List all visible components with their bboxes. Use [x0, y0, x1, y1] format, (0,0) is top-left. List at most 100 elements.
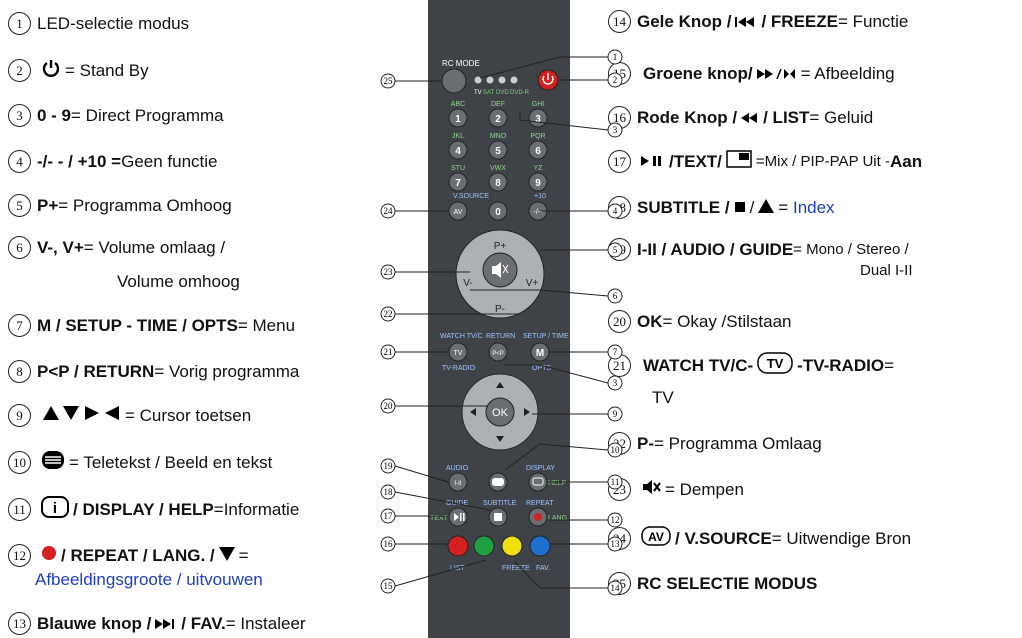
legend-item-15: 15 Groene knop/ = Afbeelding: [608, 62, 895, 85]
svg-text:SETUP / TIME: SETUP / TIME: [523, 333, 569, 340]
legend-number: 8: [8, 360, 31, 383]
key-7[interactable]: [448, 172, 468, 192]
svg-text:HELP: HELP: [548, 480, 567, 487]
svg-text:AV: AV: [648, 530, 664, 544]
ok-button[interactable]: [485, 397, 515, 427]
svg-text:9: 9: [613, 409, 618, 419]
audio-button[interactable]: [448, 472, 468, 492]
key-2[interactable]: [488, 108, 508, 128]
key-0[interactable]: [488, 201, 508, 221]
key-8[interactable]: [488, 172, 508, 192]
svg-text:AUDIO: AUDIO: [446, 465, 469, 472]
pip-icon: [726, 150, 752, 173]
legend-bold: / DISPLAY / HELP: [73, 499, 214, 519]
legend-text-continuation: Dual I-II: [860, 262, 913, 279]
legend-number: 24: [608, 527, 631, 550]
svg-text:TV: TV: [454, 350, 463, 357]
legend-text: Geen functie: [121, 151, 218, 171]
svg-text:3: 3: [613, 378, 618, 388]
led-dvdr: [510, 76, 518, 84]
svg-text:24: 24: [384, 206, 394, 216]
legend-bold: P-: [637, 433, 654, 453]
key-4[interactable]: [448, 140, 468, 160]
key-6[interactable]: [528, 140, 548, 160]
svg-text:18: 18: [384, 487, 394, 497]
legend-number: 15: [608, 62, 631, 85]
prev-track-icon: [735, 12, 757, 32]
legend-item-16: 16 Rode Knop / / LIST= Geluid: [608, 106, 873, 129]
legend-bold: /TEXT/: [669, 151, 722, 171]
svg-text:22: 22: [384, 309, 393, 319]
nav-right[interactable]: [524, 408, 530, 416]
play-pause-icon: [641, 152, 665, 172]
legend-text: = Afbeelding: [800, 63, 895, 83]
legend-number: 20: [608, 310, 631, 333]
display-button[interactable]: [528, 472, 548, 492]
nav-left[interactable]: [470, 408, 476, 416]
legend-bold-2: / FREEZE: [761, 11, 838, 31]
legend-item-18: 18 SUBTITLE / / = Index: [608, 196, 835, 219]
legend-number: 9: [8, 404, 31, 427]
svg-text:6: 6: [613, 291, 618, 301]
key-sub-label: STU: [451, 165, 465, 172]
red-button[interactable]: [447, 535, 469, 557]
key-sub-label: PQR: [530, 133, 545, 140]
green-button[interactable]: [473, 535, 495, 557]
legend-number: 10: [8, 451, 31, 474]
legend-item-1: 1 LED-selectie modus: [8, 12, 189, 35]
legend-number: 3: [8, 104, 31, 127]
legend-item-11: 11 i / DISPLAY / HELP =Informatie: [8, 496, 299, 523]
red-dot-icon: [41, 545, 57, 566]
svg-text:LIST: LIST: [450, 565, 466, 572]
up-triangle-icon: [758, 198, 775, 218]
blue-button[interactable]: [529, 535, 551, 557]
svg-text:23: 23: [384, 267, 394, 277]
legend-item-12: 12 / REPEAT / LANG. / =: [8, 544, 249, 567]
av-button[interactable]: [448, 201, 468, 221]
legend-item-7: 7 M / SETUP - TIME / OPTS = Menu: [8, 314, 295, 337]
svg-text:P-: P-: [495, 304, 505, 315]
legend-text-continuation: TV: [652, 388, 674, 407]
legend-bold-2: -TV-RADIO: [797, 355, 885, 375]
nav-down[interactable]: [496, 436, 504, 442]
key-5[interactable]: [488, 140, 508, 160]
legend-item-3: 3 0 - 9 = Direct Programma: [8, 104, 224, 127]
legend-bold: Blauwe knop /: [37, 613, 152, 633]
key-9[interactable]: [528, 172, 548, 192]
tv-button[interactable]: [448, 342, 468, 362]
legend-number: 5: [8, 194, 31, 217]
yellow-button[interactable]: [501, 535, 523, 557]
legend-text: = Programma Omlaag: [654, 433, 822, 453]
key-label: 7: [455, 178, 461, 189]
svg-text:TV: TV: [767, 356, 784, 371]
rc-mode-button[interactable]: [441, 68, 467, 94]
return-button[interactable]: [488, 342, 508, 362]
led-tv: [474, 76, 482, 84]
svg-text:WATCH TV/C: WATCH TV/C: [440, 333, 483, 340]
teletext-icon: [41, 450, 65, 475]
cursor-arrows-icon: [41, 404, 121, 427]
legend-text-continuation: Volume omhoog: [117, 272, 240, 291]
nav-up[interactable]: [496, 382, 504, 388]
key-label: 1: [455, 114, 461, 125]
legend-number: 14: [608, 10, 631, 33]
svg-text:FAV.: FAV.: [536, 565, 550, 572]
svg-text:i: i: [53, 500, 57, 517]
legend-bold: V-, V+: [37, 237, 84, 257]
legend-text: =Informatie: [213, 499, 300, 519]
legend-text: =: [884, 355, 894, 375]
legend-item-23: 23 = Dempen: [608, 478, 744, 501]
svg-text:15: 15: [384, 581, 394, 591]
key-sub-label: GHI: [532, 101, 545, 108]
legend-bold: P+: [37, 195, 59, 215]
legend-item-6: 6 V-, V+ = Volume omlaag /: [8, 236, 225, 259]
legend-text: = Functie: [837, 11, 909, 31]
key-sub-label: JKL: [452, 133, 464, 140]
rewind-icon: [741, 108, 759, 128]
legend-bold: Rode Knop /: [637, 107, 738, 127]
legend-number: 23: [608, 478, 631, 501]
key-1[interactable]: [448, 108, 468, 128]
svg-text:17: 17: [384, 511, 394, 521]
rc-mode-label: RC MODE: [442, 59, 480, 68]
info-icon: i: [41, 496, 69, 523]
